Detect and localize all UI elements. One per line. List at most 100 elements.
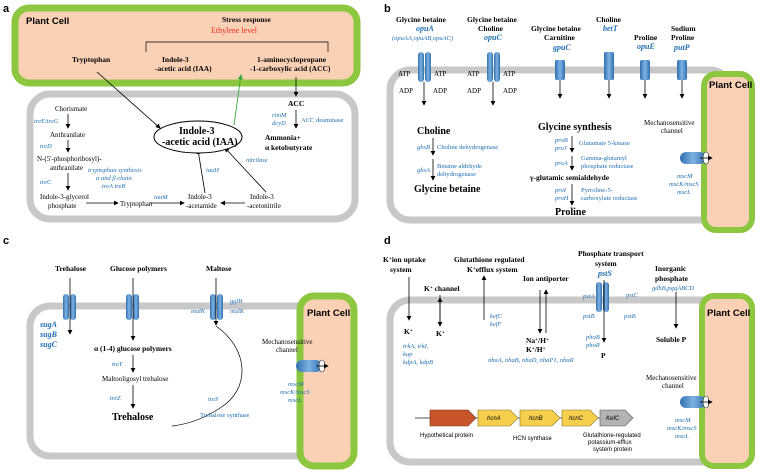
gene-malK-1: malK	[191, 308, 206, 315]
transporter-opuC	[487, 52, 500, 106]
p-label: P	[601, 351, 606, 360]
gene-hcnA-label: hcnA	[487, 416, 501, 422]
inorganic-2: phosphate	[655, 274, 689, 283]
iam-2: -acetamide	[186, 202, 217, 210]
bracket-a	[145, 41, 329, 52]
gene-mscM-d: mscM	[675, 417, 691, 424]
gene-dcyD: dcyD	[272, 120, 286, 127]
gs-1: Glutathione-regulated	[583, 433, 641, 439]
alpha-polymers: α (1-4) glucose polymers	[94, 344, 172, 353]
gene-KefC	[599, 409, 634, 427]
ethylene-level: Ethylene level	[211, 26, 258, 35]
transporter-pst	[596, 280, 609, 343]
treA-treB: treA treB	[102, 183, 125, 190]
gene-betT: betT	[603, 24, 619, 33]
plant-cell-c-label: Plant Cell	[307, 308, 350, 319]
glutamate-kinase: Glutamate 5-kinase	[579, 140, 630, 147]
gene-opuE: opuE	[637, 42, 655, 51]
gene-mscM-b: mscM	[677, 173, 693, 180]
mechano-channel-c	[296, 359, 329, 373]
gene-proA: proA	[554, 160, 568, 167]
acc-label: ACC	[288, 99, 304, 108]
atp-2: ATP	[434, 70, 447, 78]
plant-cell-c	[296, 292, 358, 470]
gene-treY: treY	[112, 361, 124, 368]
ketobutyrate: α ketobutyrate	[265, 143, 313, 152]
panel-b-label: b	[384, 3, 391, 15]
gb-1: Glycine betaine	[396, 15, 446, 24]
panel-c: c Plant Cell Trehalose Glucose polymers …	[3, 235, 358, 470]
trehalose-synthase: Trehalose synthase	[200, 412, 250, 419]
igp-2: phosphate	[48, 202, 76, 210]
ian-1: Indole-3	[250, 193, 274, 201]
gene-kefC: kefC	[490, 313, 503, 320]
plant-cell-d	[699, 293, 755, 469]
anthranilate: Anthranilate	[50, 131, 85, 139]
gene-iaaM: iaaM	[154, 194, 168, 201]
gene-nitrilase: nitrilase	[246, 157, 268, 164]
glucose-polymers: Glucose polymers	[110, 264, 167, 273]
maltose: Maltose	[206, 264, 232, 273]
gene-hcnB	[519, 409, 561, 427]
adp-2: ADP	[433, 87, 447, 95]
atp-1: ATP	[398, 70, 411, 78]
adp-1: ADP	[399, 87, 413, 95]
gene-mscK-c: mscK/mscS	[280, 389, 310, 396]
trehalose-top: Trehalose	[55, 264, 87, 273]
choline: Choline	[417, 126, 451, 137]
p5cr-2: carboxylate reductase	[581, 195, 638, 202]
gene-proI: proI	[554, 187, 567, 194]
gbc-1: Glycine betaine	[467, 15, 517, 24]
gene-treC: treC	[40, 179, 52, 186]
gene-KefC-label: KefC	[606, 416, 620, 422]
proline: Proline	[555, 207, 586, 218]
phosphate-transport-2: system	[595, 259, 617, 268]
atp-3: ATP	[467, 70, 480, 78]
panel-d-label: d	[384, 235, 391, 247]
gene-pstB-2: pstB	[623, 313, 636, 320]
badh-1: Betaine aldehyde	[437, 163, 482, 170]
arrow-iaa-up	[233, 74, 244, 126]
phosphate-transport-1: Phosphate transport	[578, 249, 644, 258]
iaa-top-2: -acetic acid (IAA)	[155, 64, 212, 73]
gene-mscM-c: mscM	[288, 381, 304, 388]
sodium-2: Proline	[671, 33, 695, 42]
soluble-p: Soluble P	[656, 335, 687, 344]
igp-1: Indole-3-glycerol	[40, 193, 89, 201]
acc-top-1: 1-aminocyclopropane	[257, 55, 327, 64]
alpha-beta-chain: α and β chain	[96, 175, 132, 182]
ammonia: Ammonia+	[265, 133, 301, 142]
gene-hcnC	[561, 409, 599, 427]
acc-top-2: -1-carboxylic acid (ACC)	[250, 64, 331, 73]
proline-top: Proline	[634, 33, 658, 42]
k-plus-1: K+	[404, 327, 413, 336]
mechano-d-1: Mechanosensitive	[646, 374, 697, 382]
p5cr-1: Pyrroline-5-	[581, 187, 613, 194]
k-uptake-k: K+ion uptake	[383, 255, 426, 264]
plant-cell-b-label: Plant Cell	[709, 80, 752, 91]
gene-gdhB: gdhB,pqqABCD	[652, 285, 694, 292]
mechano-d-2: channel	[662, 382, 684, 390]
gene-opuA: opuA	[416, 24, 434, 33]
gene-treE: treE/treG	[34, 118, 59, 125]
transporter-opuE	[640, 60, 650, 99]
gene-treD: treD	[40, 143, 52, 150]
maltooligosyl: Maltooligosyl trehalose	[102, 375, 168, 383]
glycine-synthesis: Glycine synthesis	[538, 122, 612, 133]
mechano-channel-d	[680, 395, 713, 409]
atp-4: ATP	[503, 70, 516, 78]
inorganic-1: Inorganic	[655, 264, 687, 273]
gene-phoB: phoB	[585, 334, 600, 341]
transporter-betT	[604, 52, 614, 99]
gbc-2: Choline	[478, 24, 504, 33]
gene-malK-2: malK	[230, 308, 245, 315]
glycine-betaine: Glycine betaine	[414, 184, 481, 195]
acc-deaminase: ACC deaminase	[301, 117, 344, 124]
gene-pstC: pstC	[625, 292, 639, 299]
gene-hcnC-label: hcnC	[569, 416, 584, 422]
gene-hypothetical	[429, 409, 477, 427]
panel-d: d Plant Cell K+ion uptake system Glutath…	[383, 235, 755, 469]
opuA-sub: (opuAA,opuAB,opuAC)	[392, 35, 453, 42]
